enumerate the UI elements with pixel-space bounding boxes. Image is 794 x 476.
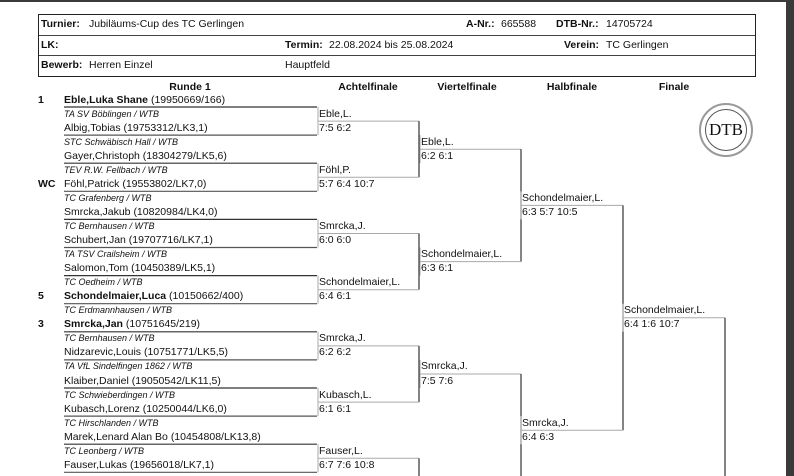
club-name: TC Bernhausen / WTB xyxy=(64,333,155,344)
club-name: TC Hirschlanden / WTB xyxy=(64,417,159,428)
match-score: 5:7 6:4 10:7 xyxy=(319,177,375,190)
winner-name: Schondelmaier,L. xyxy=(319,276,401,289)
round-header-r1: Runde 1 xyxy=(169,81,211,93)
player-name: Eble,Luka Shane (19950669/166) xyxy=(64,94,225,107)
round-header-qf: Viertelfinale xyxy=(437,81,497,93)
seed-label: 3 xyxy=(38,318,44,331)
seed-label: 1 xyxy=(38,93,44,106)
club-name: TC Grafenberg / WTB xyxy=(64,192,152,203)
match-score: 6:4 6:3 xyxy=(522,430,555,443)
match-score: 7:5 7:6 xyxy=(421,374,454,387)
winner-name: Smrcka,J. xyxy=(319,332,366,345)
round-header-r16: Achtelfinale xyxy=(338,81,398,93)
player-name: Föhl,Patrick (19553802/LK7,0) xyxy=(64,177,207,190)
winner-name: Fauser,L. xyxy=(319,444,363,457)
winner-name: Eble,L. xyxy=(319,107,352,120)
player-name-text: Schondelmaier,Luca xyxy=(64,290,167,303)
club-name: TC Oedheim / WTB xyxy=(64,277,143,288)
dtbnr-label: DTB-Nr.: xyxy=(556,18,599,30)
seed-label: 5 xyxy=(38,290,44,303)
player-id: (10150662/400) xyxy=(169,290,244,303)
verein-value: TC Gerlingen xyxy=(606,39,669,51)
winner-name: Smrcka,J. xyxy=(522,416,569,429)
match-score: 6:7 7:6 10:8 xyxy=(319,458,375,471)
player-name: Salomon,Tom (10450389/LK5,1) xyxy=(64,262,216,275)
player-name-text: Smrcka,Jan xyxy=(64,318,123,331)
player-id: (10751645/219) xyxy=(125,318,201,331)
winner-name: Eble,L. xyxy=(421,135,454,148)
match-score: 6:0 6:0 xyxy=(319,234,352,246)
dtbnr-value: 14705724 xyxy=(606,18,653,30)
tournament-header: Turnier: Jubiläums-Cup des TC Gerlingen … xyxy=(38,14,756,77)
winner-name: Schondelmaier,L. xyxy=(522,191,604,204)
lk-label: LK: xyxy=(41,39,59,51)
player-name: Kubasch,Lorenz (10250044/LK6,0) xyxy=(64,402,227,415)
bewerb-label: Bewerb: xyxy=(41,59,83,71)
winner-name: Schondelmaier,L. xyxy=(421,248,503,261)
turnier-label: Turnier: xyxy=(41,18,80,30)
club-name: TA VfL Sindelfingen 1862 / WTB xyxy=(64,361,193,372)
match-score: 6:2 6:1 xyxy=(421,149,454,162)
player-name: Schubert,Jan (19707716/LK7,1) xyxy=(64,234,213,246)
player-name: Smrcka,Jan (10751645/219) xyxy=(64,318,200,331)
winner-name: Smrcka,J. xyxy=(319,219,366,232)
match-score: 6:1 6:1 xyxy=(319,402,352,415)
club-name: STC Schwäbisch Hall / WTB xyxy=(64,136,179,147)
seed-label: WC xyxy=(38,177,56,190)
match-score: 6:4 1:6 10:7 xyxy=(624,318,680,331)
draw-type: Hauptfeld xyxy=(285,59,330,71)
player-id: (19950669/166) xyxy=(150,93,226,106)
player-name: Smrcka,Jakub (10820984/LK4,0) xyxy=(64,205,218,218)
player-name: Schondelmaier,Luca (10150662/400) xyxy=(64,290,243,303)
player-name: Klaiber,Daniel (19050542/LK11,5) xyxy=(64,374,221,387)
dtb-logo: DTB xyxy=(699,103,753,157)
round-header-sf: Halbfinale xyxy=(546,81,598,93)
player-name: Fauser,Lukas (19656018/LK7,1) xyxy=(64,458,215,471)
club-name: TA SV Böblingen / WTB xyxy=(64,108,160,119)
club-name: TA TSV Crailsheim / WTB xyxy=(64,249,168,260)
winner-name: Schondelmaier,L. xyxy=(624,304,706,317)
winner-name: Kubasch,L. xyxy=(319,388,372,401)
match-score: 6:2 6:2 xyxy=(319,346,352,359)
anr-label: A-Nr.: xyxy=(466,18,495,30)
termin-label: Termin: xyxy=(285,39,323,51)
bewerb-value: Herren Einzel xyxy=(89,59,153,71)
anr-value: 665588 xyxy=(501,18,537,30)
player-name: Nidzarevic,Louis (10751771/LK5,5) xyxy=(64,346,229,359)
club-name: TC Erdmannhausen / WTB xyxy=(64,305,173,316)
termin-value: 22.08.2024 bis 25.08.2024 xyxy=(329,39,454,51)
club-name: TEV R.W. Fellbach / WTB xyxy=(64,164,168,175)
player-name: Marek,Lenard Alan Bo (10454808/LK13,8) xyxy=(64,430,261,443)
match-score: 6:3 5:7 10:5 xyxy=(522,205,578,218)
winner-name: Föhl,P. xyxy=(319,163,351,176)
player-name: Gayer,Christoph (18304279/LK5,6) xyxy=(64,149,227,162)
turnier-value: Jubiläums-Cup des TC Gerlingen xyxy=(89,18,245,30)
player-name: Albig,Tobias (19753312/LK3,1) xyxy=(64,121,208,134)
club-name: TC Bernhausen / WTB xyxy=(64,220,155,231)
match-score: 7:5 6:2 xyxy=(319,121,352,134)
round-header-final: Finale xyxy=(658,81,690,93)
winner-name: Smrcka,J. xyxy=(421,360,468,373)
club-name: TC Schwieberdingen / WTB xyxy=(64,389,176,400)
club-name: TC Leonberg / WTB xyxy=(64,445,145,456)
match-score: 6:3 6:1 xyxy=(421,262,454,275)
player-name-text: Eble,Luka Shane xyxy=(64,93,149,106)
match-score: 6:4 6:1 xyxy=(319,290,352,303)
verein-label: Verein: xyxy=(564,39,600,51)
